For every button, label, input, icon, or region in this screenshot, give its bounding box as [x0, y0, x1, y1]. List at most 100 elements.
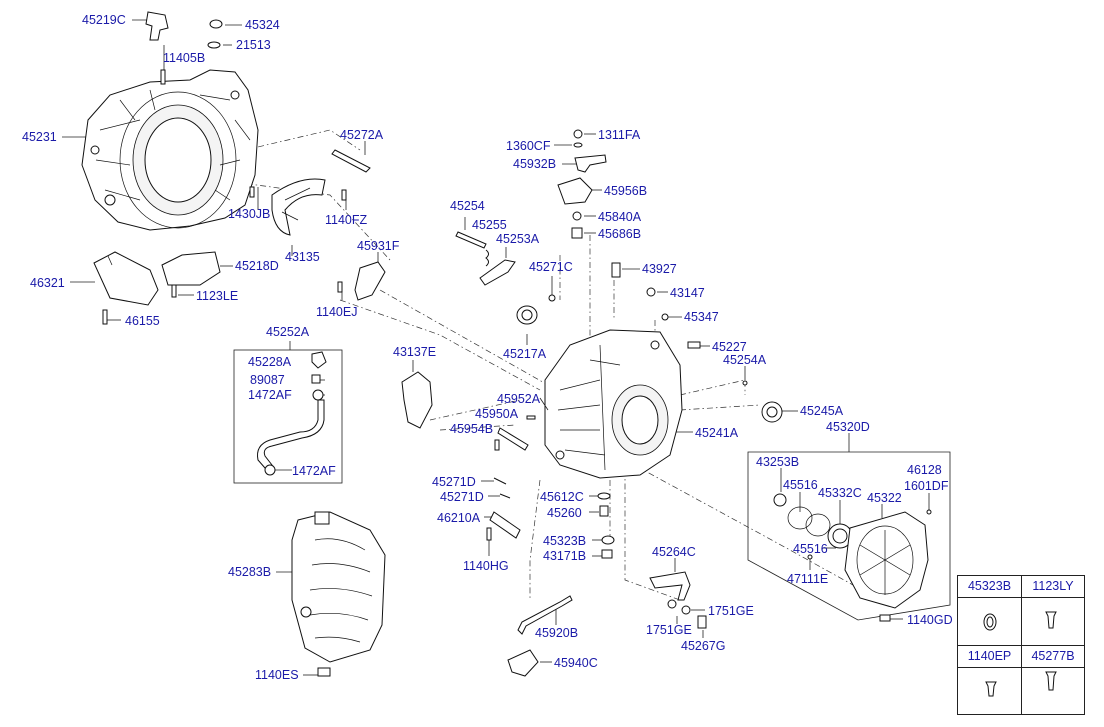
label-46210a[interactable]: 46210A	[437, 511, 481, 525]
label-45228a[interactable]: 45228A	[248, 355, 292, 369]
baffle-43135	[271, 178, 326, 236]
fitting-45228a	[311, 351, 327, 369]
label-45323b[interactable]: 45323B	[543, 534, 587, 548]
label-1751ge-left[interactable]: 1751GE	[646, 623, 692, 637]
label-46155[interactable]: 46155	[125, 314, 160, 328]
label-1140fz[interactable]: 1140FZ	[325, 213, 368, 227]
label-1430jb[interactable]: 1430JB	[228, 207, 271, 221]
hose-45252a	[257, 399, 325, 469]
label-45272a[interactable]: 45272A	[340, 128, 384, 142]
group-45320d-outline	[747, 451, 951, 621]
label-45264c[interactable]: 45264C	[652, 545, 696, 559]
label-45931f[interactable]: 45931F	[357, 239, 400, 253]
label-21513[interactable]: 21513	[236, 38, 271, 52]
label-45932b[interactable]: 45932B	[513, 157, 557, 171]
label-89087[interactable]: 89087	[250, 373, 285, 387]
label-1751ge-right[interactable]: 1751GE	[708, 604, 754, 618]
label-11405b[interactable]: 11405B	[163, 51, 206, 65]
label-45612c[interactable]: 45612C	[540, 490, 584, 504]
legend-label-1140ep[interactable]: 1140EP	[967, 649, 1012, 663]
label-1140gd[interactable]: 1140GD	[907, 613, 953, 627]
label-45920b[interactable]: 45920B	[535, 626, 579, 640]
clamp-1472af-top	[312, 389, 324, 401]
label-45217a[interactable]: 45217A	[503, 347, 547, 361]
nut-45840a	[572, 211, 582, 221]
label-45245a[interactable]: 45245A	[800, 404, 844, 418]
label-45840a[interactable]: 45840A	[598, 210, 642, 224]
legend-label-45277b[interactable]: 45277B	[1031, 649, 1075, 663]
label-45516-top[interactable]: 45516	[783, 478, 818, 492]
label-43137e[interactable]: 43137E	[393, 345, 437, 359]
label-1472af-bottom[interactable]: 1472AF	[292, 464, 336, 478]
label-43927[interactable]: 43927	[642, 262, 677, 276]
label-45254[interactable]: 45254	[450, 199, 485, 213]
sensor-45940c	[507, 649, 539, 677]
label-47111e[interactable]: 47111E	[787, 572, 829, 586]
seal-45612c	[597, 492, 611, 500]
label-45956b[interactable]: 45956B	[604, 184, 648, 198]
icon-45277b	[1045, 671, 1057, 691]
label-43147[interactable]: 43147	[670, 286, 705, 300]
legend-label-45323b[interactable]: 45323B	[967, 579, 1012, 593]
label-45332c[interactable]: 45332C	[818, 486, 862, 500]
label-43253b[interactable]: 43253B	[756, 455, 800, 469]
label-45254a[interactable]: 45254A	[723, 353, 767, 367]
label-45954b[interactable]: 45954B	[450, 422, 494, 436]
plug-45347	[661, 313, 669, 321]
bolt-1430jb	[249, 186, 255, 198]
label-45227[interactable]: 45227	[712, 340, 747, 354]
label-45255[interactable]: 45255	[472, 218, 507, 232]
label-45252a[interactable]: 45252A	[266, 325, 310, 339]
label-1311fa[interactable]: 1311FA	[598, 128, 641, 142]
label-45271c[interactable]: 45271C	[529, 260, 573, 274]
label-43135[interactable]: 43135	[285, 250, 320, 264]
label-45324[interactable]: 45324	[245, 18, 280, 32]
label-43171b[interactable]: 43171B	[543, 549, 587, 563]
label-45218d[interactable]: 45218D	[235, 259, 279, 273]
label-45283b[interactable]: 45283B	[228, 565, 272, 579]
label-1601df[interactable]: 1601DF	[904, 479, 949, 493]
label-45940c[interactable]: 45940C	[554, 656, 598, 670]
label-45516-bottom[interactable]: 45516	[793, 542, 828, 556]
cap-45324	[209, 19, 223, 29]
label-45347[interactable]: 45347	[684, 310, 719, 324]
label-45320d[interactable]: 45320D	[826, 420, 870, 434]
plug-43171b	[601, 549, 613, 559]
label-45241a[interactable]: 45241A	[695, 426, 739, 440]
dot-47111e	[807, 554, 813, 560]
oring-45516-b	[805, 513, 831, 537]
pan-45283b	[291, 511, 386, 663]
nut-43253b	[773, 493, 787, 507]
label-45271d-bottom[interactable]: 45271D	[440, 490, 484, 504]
label-45686b[interactable]: 45686B	[598, 227, 642, 241]
bolt-1140fz	[341, 189, 347, 201]
rod-45254	[455, 231, 487, 249]
label-1140hg[interactable]: 1140HG	[463, 559, 509, 573]
oring-45516-a	[787, 506, 813, 530]
label-45267g[interactable]: 45267G	[681, 639, 726, 653]
label-1140ej[interactable]: 1140EJ	[316, 305, 358, 319]
clamp-1472af-bottom	[264, 464, 276, 476]
label-1123le[interactable]: 1123LE	[196, 289, 239, 303]
legend-label-1123ly[interactable]: 1123LY	[1032, 579, 1074, 593]
label-45231[interactable]: 45231	[22, 130, 57, 144]
housing-45231	[81, 69, 259, 231]
icon-1123ly	[1045, 611, 1057, 629]
plug-43147	[646, 287, 656, 297]
label-45260[interactable]: 45260	[547, 506, 582, 520]
label-45322[interactable]: 45322	[867, 491, 902, 505]
label-46128[interactable]: 46128	[907, 463, 942, 477]
label-45950a[interactable]: 45950A	[475, 407, 519, 421]
label-1472af-top[interactable]: 1472AF	[248, 388, 292, 402]
label-45271d-top[interactable]: 45271D	[432, 475, 476, 489]
label-46321[interactable]: 46321	[30, 276, 65, 290]
cover-45322	[844, 511, 929, 609]
label-45219c[interactable]: 45219C	[82, 13, 126, 27]
label-45253a[interactable]: 45253A	[496, 232, 540, 246]
label-1360cf[interactable]: 1360CF	[506, 139, 551, 153]
sensor-45956b	[557, 177, 593, 205]
bolt-1123le	[171, 284, 177, 298]
label-1140es[interactable]: 1140ES	[255, 668, 299, 682]
label-45952a[interactable]: 45952A	[497, 392, 541, 406]
